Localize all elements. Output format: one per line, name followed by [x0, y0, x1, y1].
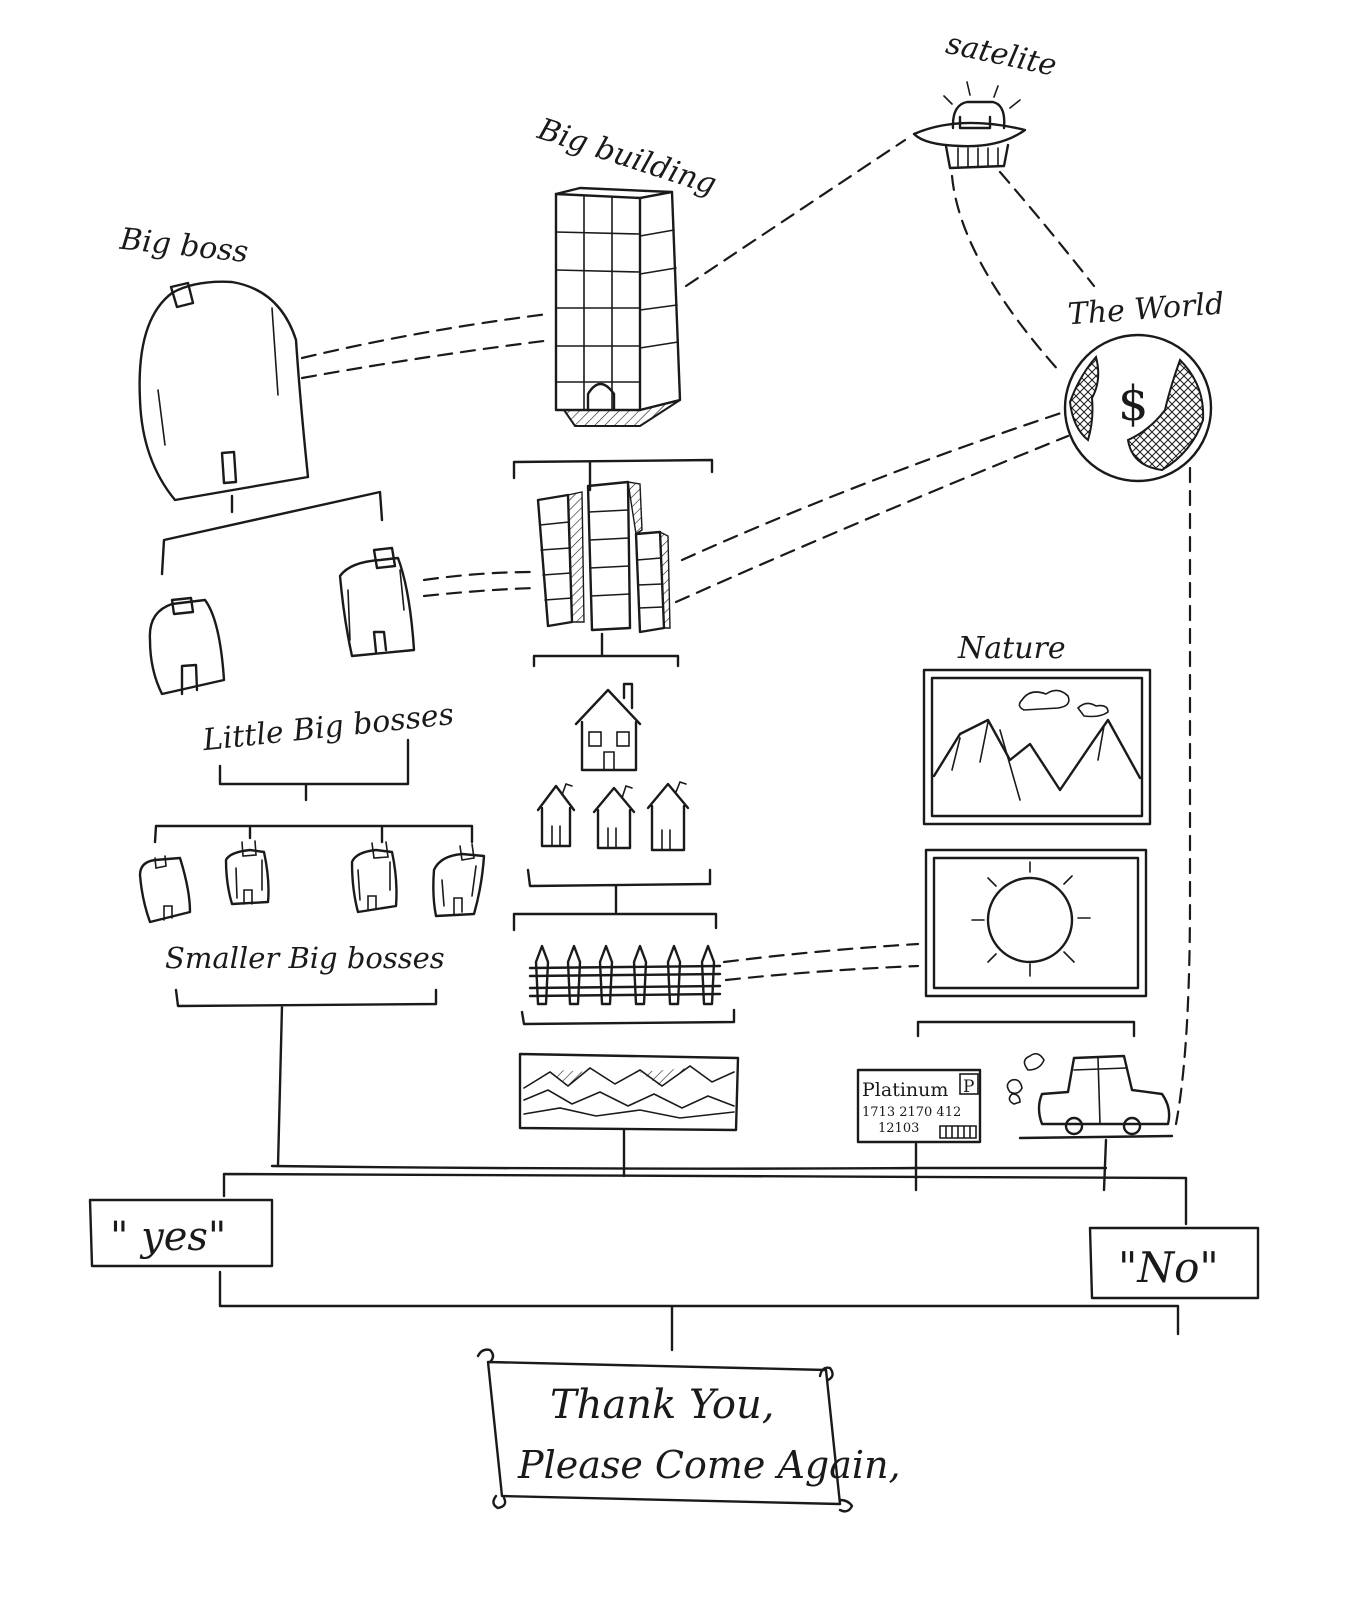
yes-box: " yes" [88, 1198, 274, 1268]
no-label: "No" [1118, 1243, 1219, 1292]
house-small-2-icon [592, 784, 636, 850]
yes-label: " yes" [110, 1214, 226, 1260]
little-big-boss-right-icon [338, 546, 416, 658]
thank-you-scroll: Thank You, Please Come Again, [476, 1348, 901, 1513]
fence-icon [528, 944, 722, 1006]
platinum-card-icon: Platinum P 1713 2170 412 12103 [856, 1068, 982, 1144]
no-box: "No" [1088, 1226, 1260, 1300]
big-building-icon [554, 186, 682, 427]
tree-brackets [153, 458, 1188, 1352]
smaller-big-bosses-label: Smaller Big bosses [165, 941, 445, 975]
thank-you-line2: Please Come Again, [517, 1443, 901, 1487]
house-large-icon [574, 682, 642, 772]
city-towers-icon [536, 480, 671, 634]
big-building-label: Big building [533, 111, 721, 202]
smaller-big-boss-4-icon [432, 843, 486, 918]
smaller-big-boss-3-icon [350, 841, 398, 914]
thank-you-line1: Thank You, [550, 1382, 775, 1428]
house-small-1-icon [536, 782, 576, 848]
satellite-icon [912, 81, 1027, 170]
card-code-text: 12103 [878, 1121, 919, 1136]
big-boss-label: Big boss [117, 222, 249, 270]
world-dollar-symbol: $ [1118, 376, 1149, 432]
the-world-label: The World [1067, 286, 1226, 332]
big-boss-icon [138, 280, 310, 502]
little-big-boss-left-icon [148, 596, 226, 696]
smaller-big-boss-2-icon [224, 840, 270, 906]
little-big-bosses-label: Little Big bosses [200, 697, 455, 758]
nature-sun-panel-icon [924, 848, 1148, 998]
card-number-text: 1713 2170 412 [862, 1105, 961, 1120]
house-small-3-icon [646, 781, 690, 852]
car-icon [1006, 1052, 1174, 1140]
card-badge-text: P [963, 1077, 974, 1097]
world-icon: $ [1063, 333, 1213, 483]
landscape-panel-icon [518, 1052, 740, 1132]
card-brand-text: Platinum [862, 1079, 948, 1101]
satellite-label: satelite [943, 26, 1060, 84]
nature-label: Nature [957, 631, 1066, 666]
dashed-connectors [300, 138, 1192, 1126]
smaller-big-boss-1-icon [138, 855, 192, 924]
nature-mountains-panel-icon [922, 668, 1152, 826]
